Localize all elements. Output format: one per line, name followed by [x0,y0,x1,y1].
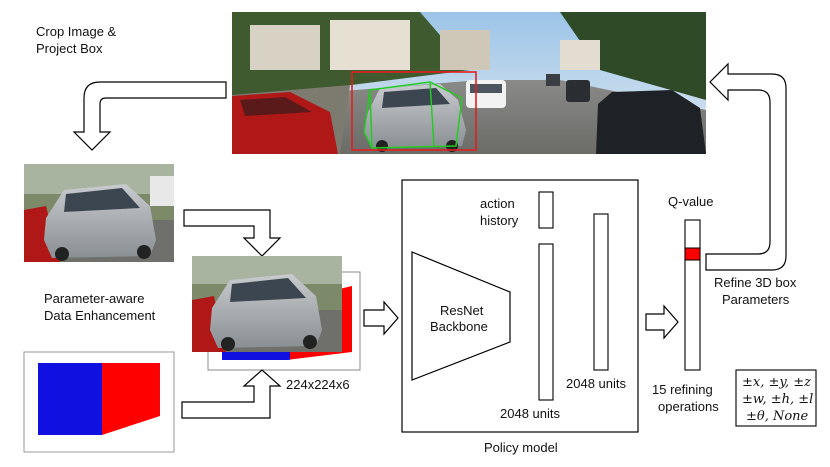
qvalue-vector [684,219,701,371]
refine-ops-label-line2: operations [658,399,719,414]
crop-label-line2: Project Box [36,41,103,56]
crop-flow-arrow [72,81,227,151]
policy-input-arrow [363,300,399,336]
cropped-car-image [24,164,174,262]
refine-feedback-arrow [705,62,787,271]
action-label-line2: history [480,213,519,228]
operations-row1: ±x, ±y, ±z [742,375,811,390]
box-flow-arrow [181,369,282,419]
policy-model-label: Policy model [484,440,558,455]
action-label-line1: action [480,196,515,211]
projected-box-render [23,351,175,453]
units-label-a: 2048 units [500,406,560,421]
policy-output-arrow [645,304,679,340]
action-history-vector [538,191,554,229]
tensor-size-label: 224x224x6 [286,377,350,392]
operations-row3: ±θ, None [746,409,809,424]
enhance-label-line1: Parameter-aware [44,291,144,306]
fc-layer-1 [538,243,554,401]
enhance-label-line2: Data Enhancement [44,308,156,323]
fc-layer-2 [593,213,609,371]
refine-box-label-line1: Refine 3D box [714,275,797,290]
street-scene-image [232,12,706,154]
enhanced-image-stack [192,256,361,371]
resnet-backbone-trapezoid [411,251,511,381]
operations-box [735,369,817,427]
enhance-flow-arrow [183,209,282,257]
units-label-b: 2048 units [566,376,626,391]
qvalue-max-cell [684,247,701,261]
refine-ops-label-line1: 15 refining [652,382,713,397]
backbone-label-line2: Backbone [430,319,488,334]
backbone-label-line1: ResNet [440,303,484,318]
refine-box-label-line2: Parameters [722,292,790,307]
qvalue-label: Q-value [668,194,714,209]
crop-label-line1: Crop Image & [36,24,117,39]
operations-row2: ±w, ±h, ±l [742,392,813,407]
